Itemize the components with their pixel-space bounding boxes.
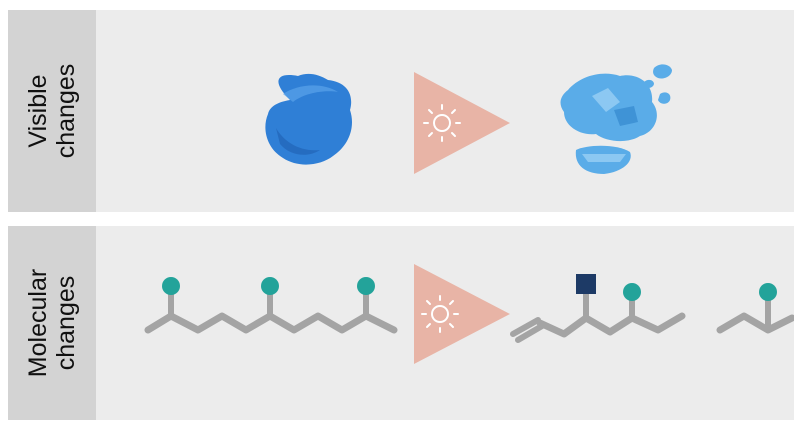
visible-changes-panel: Visible changes xyxy=(8,10,794,212)
second-chain-fragment xyxy=(716,283,794,334)
visible-changes-art xyxy=(265,64,672,174)
molecular-changes-art xyxy=(144,264,794,364)
new-group xyxy=(576,274,596,294)
molecular-changes-label: Molecular changes xyxy=(8,226,96,420)
side-group xyxy=(261,277,279,295)
molecular-changes-panel: Molecular changes xyxy=(8,226,794,420)
side-group xyxy=(623,283,641,301)
light-arrow-top xyxy=(414,72,510,174)
fragmented-material xyxy=(560,64,672,174)
sun-icon xyxy=(421,295,459,333)
intact-material-blob xyxy=(265,73,353,165)
intact-polymer-chain xyxy=(144,277,398,334)
side-group xyxy=(759,283,777,301)
visible-changes-label: Visible changes xyxy=(8,10,96,212)
degraded-chain-fragment xyxy=(510,274,686,343)
triangle-arrow-icon xyxy=(414,72,510,174)
sun-icon xyxy=(423,104,461,142)
side-group xyxy=(357,277,375,295)
light-arrow-bottom xyxy=(414,264,510,364)
triangle-arrow-icon xyxy=(414,264,510,364)
side-group xyxy=(162,277,180,295)
